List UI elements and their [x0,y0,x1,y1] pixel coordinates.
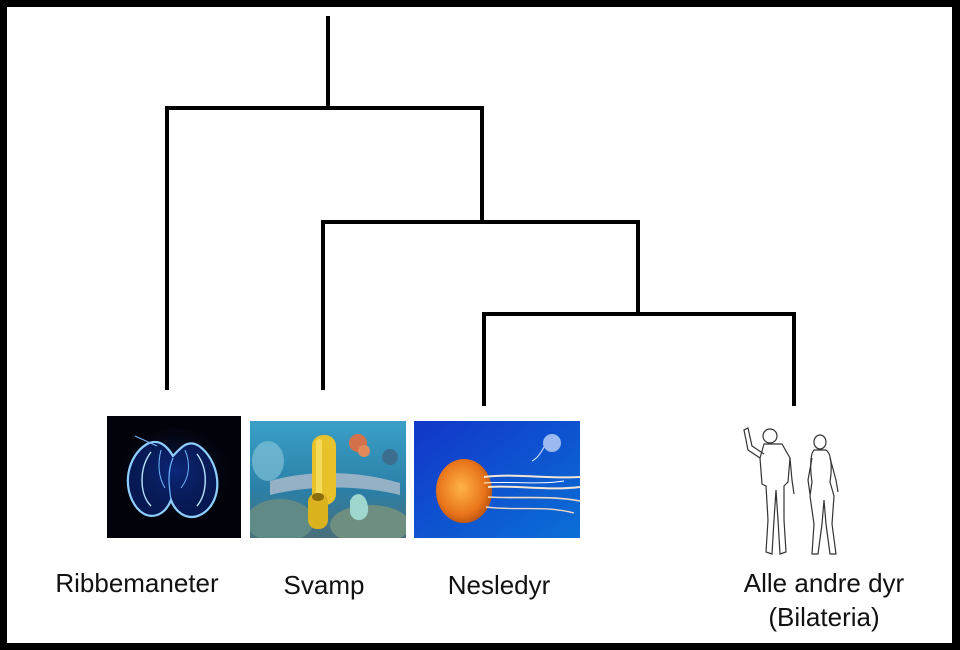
human-figures-drawing [738,424,854,560]
taxon-label-bilateria-line2: (Bilateria) [768,602,880,632]
comb-jelly-photo [107,416,241,538]
jellyfish-photo [414,421,580,538]
sponge-photo [250,421,406,538]
taxon-label-nesledyr: Nesledyr [447,570,551,600]
taxon-label-svamp: Svamp [283,570,365,600]
taxon-label-bilateria-line1: Alle andre dyr [743,568,905,598]
taxon-label-ribbemaneter: Ribbemaneter [55,568,219,598]
taxon-label-bilateria: Alle andre dyr (Bilateria) [704,566,944,634]
